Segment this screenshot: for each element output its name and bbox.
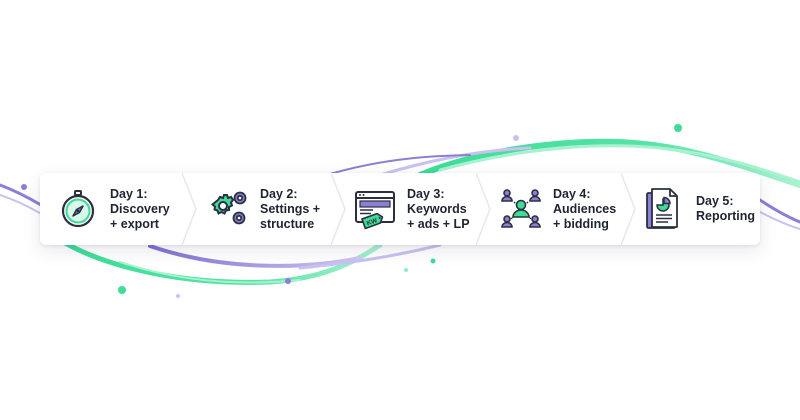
step-label: Day 2: Settings + structure (260, 186, 321, 231)
chevron-divider (182, 173, 197, 245)
step-day-1: Day 1: Discovery + export (40, 173, 197, 245)
step-label: Day 1: Discovery + export (110, 186, 170, 231)
step-day-2: Day 2: Settings + structure (184, 173, 346, 245)
audience-network-icon (499, 187, 543, 231)
browser-keyword-tag-icon: KW (353, 187, 397, 231)
step-label: Day 4: Audiences + bidding (553, 186, 617, 231)
gears-icon (206, 187, 250, 231)
process-steps-bar: Day 1: Discovery + export (40, 173, 760, 245)
compass-icon (56, 187, 100, 231)
step-day-5: Day 5: Reporting (623, 173, 760, 245)
chevron-divider (331, 173, 346, 245)
report-pie-chart-icon (642, 187, 686, 231)
chevron-divider (621, 173, 636, 245)
step-day-3: KW Day 3: Keywords + ads + LP (333, 173, 491, 245)
step-label: Day 5: Reporting (696, 194, 756, 223)
chevron-divider (476, 173, 491, 245)
step-day-4: Day 4: Audiences + bidding (478, 173, 636, 245)
step-label: Day 3: Keywords + ads + LP (407, 186, 470, 231)
svg-text:KW: KW (366, 217, 379, 228)
